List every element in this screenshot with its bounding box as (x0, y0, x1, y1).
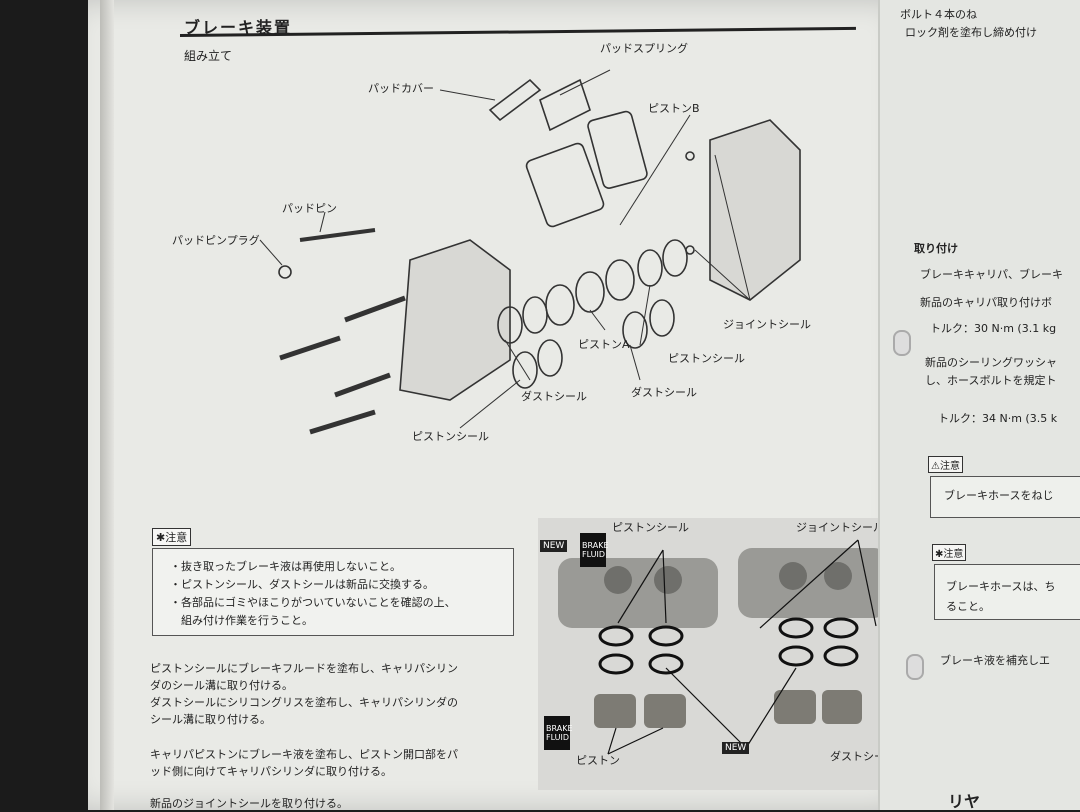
brake-fluid-bottle-icon: BRAKE FLUID (580, 533, 609, 567)
rp-torque: トルク：30 N·m (3.1 kg (930, 322, 1057, 335)
rp-torque: トルク：34 N·m (3.5 k (938, 412, 1058, 425)
dust-seal-ring-1 (522, 296, 548, 334)
caliper-half-left (399, 239, 511, 401)
label-dust-seal-2: ダストシール (631, 386, 697, 399)
body-line: 新品のジョイントシールを取り付ける。 (150, 797, 348, 810)
pad-pin-plug (278, 265, 292, 279)
body-line: ピストンシールにブレーキフルードを塗布し、キャリパシリン (150, 662, 458, 675)
caliper-half-right (709, 119, 801, 301)
bolt-3 (334, 372, 391, 398)
rp-line: 新品のシーリングワッシャ (925, 356, 1057, 369)
rp-section-title: 取り付け (914, 242, 958, 255)
body-line: ダストシールにシリコングリスを塗布し、キャリパシリンダの (150, 696, 458, 709)
label-piston-seal-1: ピストンシール (668, 352, 745, 365)
piston-b-1 (605, 259, 635, 301)
brake-pad-left (525, 142, 605, 228)
brake-pad-right (587, 110, 648, 189)
notice-item: 組み付け作業を行うこと。 (170, 614, 313, 627)
rp-line: し、ホースボルトを規定ト (925, 374, 1057, 387)
rp-caution-box (934, 564, 1080, 620)
body-line: キャリパピストンにブレーキ液を塗布し、ピストン開口部をパ (150, 748, 458, 761)
label-pad-cover: パッドカバー (368, 82, 434, 95)
notice-item: ・ピストンシール、ダストシールは新品に交換する。 (170, 578, 434, 591)
piston-seal-ring-3 (512, 351, 538, 389)
caliper-photo-drawing (558, 539, 888, 755)
notice-item: ・各部品にゴミやほこりがついていないことを確認の上、 (170, 596, 456, 609)
notice-item: ・抜き取ったブレーキ液は再使用しないこと。 (170, 560, 401, 573)
piston-seal-ring-4 (649, 299, 675, 337)
pad-cover-shape (488, 78, 542, 122)
rp-warning-box (930, 476, 1080, 518)
label-dust-seal-1: ダストシール (521, 390, 587, 403)
rp-line: ブレーキ液を補充しエ (940, 654, 1050, 667)
facing-page (878, 0, 1080, 810)
page-binding (100, 0, 114, 810)
body-line: ダのシール溝に取り付ける。 (150, 679, 293, 692)
dust-seal-ring-2 (662, 239, 688, 277)
label-pad-pin-plug: パッドピンプラグ (172, 234, 260, 247)
dust-seal-ring-4 (622, 311, 648, 349)
joint-seal-1 (685, 245, 695, 255)
photo-label-piston-seal: ピストンシール (612, 521, 689, 534)
bolt-1 (344, 295, 406, 323)
rp-caution-text: ること。 (946, 600, 990, 613)
photo-label-joint-seal: ジョイントシール (796, 521, 884, 534)
label-piston-b: ピストンB (648, 102, 700, 115)
dust-seal-ring-3 (537, 339, 563, 377)
bolt-2 (279, 335, 341, 361)
piston-seal-ring-2 (637, 249, 663, 287)
piston-a-1 (545, 284, 575, 326)
piston-a-2 (575, 271, 605, 313)
new-badge-icon: NEW (722, 742, 750, 754)
section-subtitle: 組み立て (184, 49, 233, 63)
rp-line: 新品のキャリパ取り付けボ (920, 296, 1052, 309)
joint-seal-2 (685, 151, 695, 161)
rp-warning-head: ⚠注意 (928, 456, 963, 473)
label-pad-pin: パッドピン (282, 202, 337, 215)
pad-spring-shape (539, 78, 591, 132)
rp-line: ロック剤を塗布し締め付け (905, 26, 1037, 39)
rp-bottom-heading: リヤ (948, 792, 981, 811)
label-pad-spring: パッドスプリング (600, 42, 688, 55)
new-badge-icon: NEW (540, 540, 568, 552)
rp-caution-head: ✱注意 (932, 544, 967, 561)
label-piston-a: ピストンA (578, 338, 630, 351)
notice-box (152, 548, 514, 636)
label-joint-seal: ジョイントシール (723, 318, 811, 331)
rp-line: ボルト４本のね (900, 8, 977, 21)
piston-seal-ring-1 (497, 306, 523, 344)
notice-header: ✱注意 (152, 528, 192, 546)
rp-line: ブレーキキャリパ、ブレーキ (920, 268, 1063, 281)
bolt-4 (309, 409, 376, 435)
body-line: ッド側に向けてキャリパシリンダに取り付ける。 (150, 765, 392, 778)
brake-fluid-bottle-icon: BRAKE FLUID (544, 716, 573, 750)
binder-clip (893, 330, 911, 356)
rp-warning-text: ブレーキホースをねじ (944, 489, 1054, 502)
photo-label-piston: ピストン (576, 754, 620, 767)
body-line: シール溝に取り付ける。 (150, 713, 271, 726)
label-piston-seal-2: ピストンシール (412, 430, 489, 443)
rp-caution-text: ブレーキホースは、ち (946, 580, 1056, 593)
caliper-exploded-diagram (259, 69, 801, 435)
pad-pin (299, 228, 376, 242)
binder-clip (906, 654, 924, 680)
